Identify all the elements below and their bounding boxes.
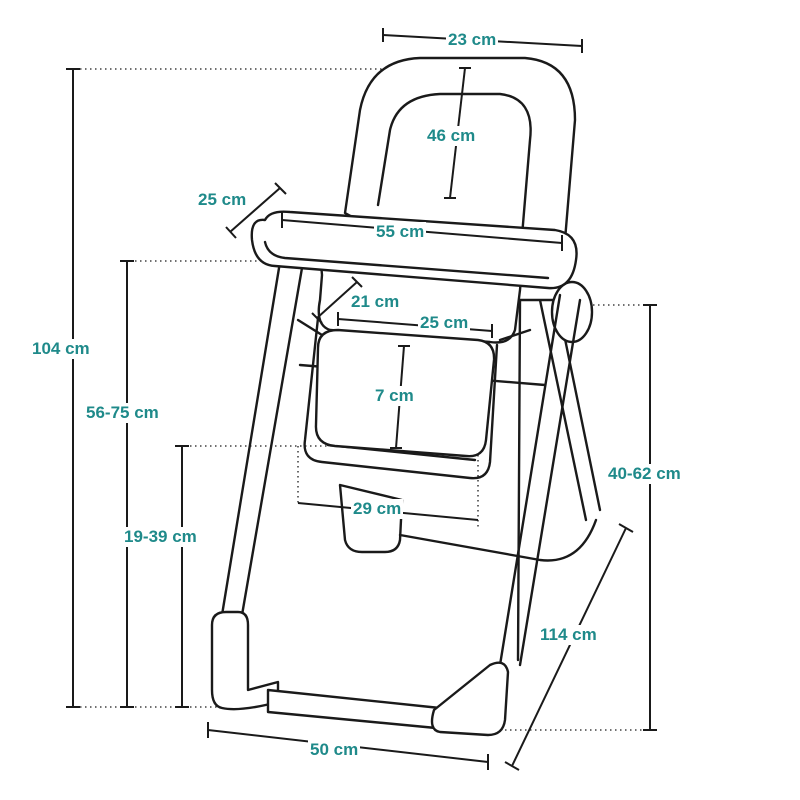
headrest-width-label: 23 cm: [446, 30, 499, 50]
tray-height-label: 56-75 cm: [84, 403, 161, 423]
tray-depth-label: 25 cm: [196, 190, 249, 210]
seat-width-label: 25 cm: [418, 313, 471, 333]
total-height-label: 104 cm: [30, 339, 92, 359]
seat-height-label: 19-39 cm: [122, 527, 199, 547]
tray-width-label: 55 cm: [374, 222, 427, 242]
base-width-label: 50 cm: [308, 740, 361, 760]
extension-lines: [70, 68, 655, 731]
seat-depth-label: 21 cm: [349, 292, 402, 312]
high-chair-outline: [210, 56, 602, 737]
backrest-gap-label: 7 cm: [373, 386, 416, 406]
footrest-width-label: 29 cm: [351, 499, 404, 519]
backrest-height-label: 46 cm: [425, 126, 478, 146]
side-height-label: 40-62 cm: [606, 464, 683, 484]
base-depth-label: 114 cm: [538, 625, 599, 645]
